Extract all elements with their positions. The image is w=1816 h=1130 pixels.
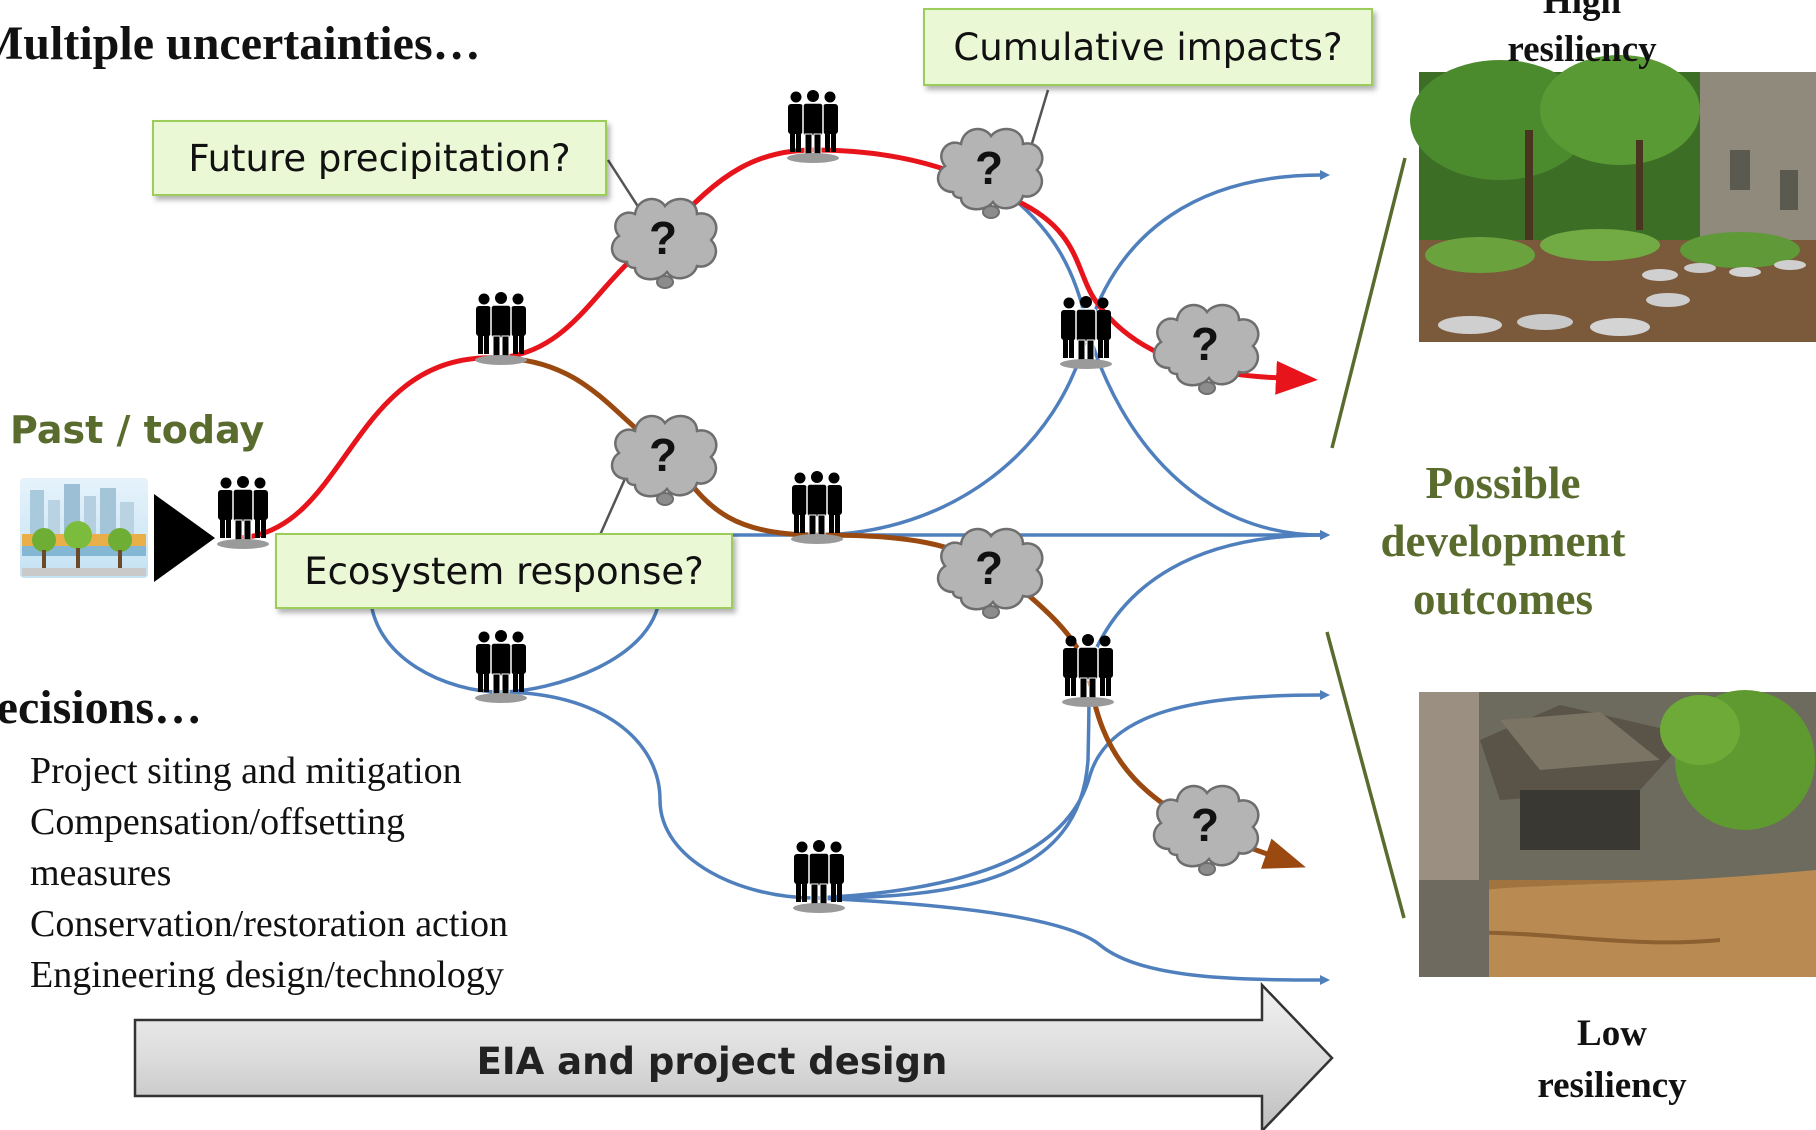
blue-path-5 — [813, 328, 1090, 537]
eia-arrow-label: EIA and project design — [477, 1040, 948, 1083]
people-group-icon — [792, 840, 846, 914]
low-label-line: resiliency — [1537, 1065, 1687, 1106]
high-resiliency-label: High resiliency — [1442, 0, 1722, 74]
blue-path-1 — [238, 356, 502, 540]
people-group-icon — [1061, 634, 1115, 708]
decision-item: Conservation/restoration action — [30, 903, 509, 945]
red-path — [237, 147, 1318, 541]
decision-item: Compensation/offsetting — [30, 801, 406, 843]
callout-cumulative-impacts: Cumulative impacts? — [923, 8, 1373, 86]
callout-future-precipitation: Future precipitation? — [152, 120, 607, 196]
high-label-line: High — [1542, 0, 1622, 22]
blue-path-10 — [813, 698, 1091, 900]
people-group-icon — [1059, 296, 1113, 370]
blue-path-12 — [813, 896, 1330, 985]
blue-path-8 — [1086, 530, 1330, 670]
high-resiliency-photo — [1410, 55, 1816, 342]
blue-path-6 — [1086, 328, 1330, 540]
blue-path-4 — [1086, 170, 1330, 332]
outcomes-line: outcomes — [1413, 574, 1593, 624]
outcomes-line: development — [1380, 516, 1626, 566]
uncertainties-heading: Multiple uncertainties… — [0, 17, 481, 70]
cloud-question-mark: ? — [975, 142, 1003, 194]
cloud-question-marks: ? ? ? ? ? ? — [649, 142, 1219, 851]
eia-arrow — [133, 981, 1334, 1130]
decisions-heading: Decisions… — [0, 681, 202, 734]
cloud-question-mark: ? — [975, 542, 1003, 594]
low-label-line: Low — [1577, 1013, 1647, 1054]
low-resiliency-label: Low resiliency — [1472, 1008, 1752, 1112]
outcomes-label: Possible development outcomes — [1338, 454, 1668, 628]
outcomes-line: Possible — [1425, 458, 1581, 508]
blue-path-9 — [498, 690, 817, 900]
cloud-question-mark: ? — [649, 429, 677, 481]
city-icon — [20, 478, 148, 578]
cloud-question-mark: ? — [649, 212, 677, 264]
blue-path-11 — [813, 690, 1330, 900]
past-today-label: Past / today — [10, 408, 265, 452]
decision-item: measures — [30, 852, 172, 894]
decision-item: Engineering design/technology — [30, 954, 504, 996]
cloud-question-mark: ? — [1191, 799, 1219, 851]
cloud-question-mark: ? — [1191, 318, 1219, 370]
decision-item: Project siting and mitigation — [30, 750, 462, 792]
callout-ecosystem-response: Ecosystem response? — [275, 533, 733, 609]
start-arrowhead — [154, 494, 215, 582]
low-resiliency-photo — [1419, 690, 1816, 977]
red-pathway — [237, 147, 1318, 541]
separator-lines — [1325, 157, 1407, 919]
high-label-line: resiliency — [1507, 29, 1657, 70]
